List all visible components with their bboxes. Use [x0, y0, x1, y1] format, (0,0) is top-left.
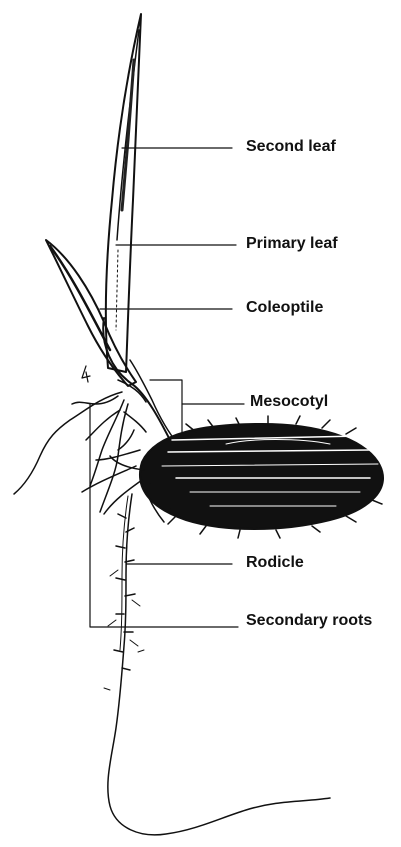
grain-illustration	[140, 416, 383, 538]
label-primary-leaf: Primary leaf	[246, 235, 338, 253]
label-secondary-roots: Secondary roots	[246, 612, 372, 630]
label-rodicle: Rodicle	[246, 554, 304, 572]
sketch-mark	[82, 366, 90, 382]
label-coleoptile: Coleoptile	[246, 299, 323, 317]
radicle-illustration	[104, 494, 330, 835]
label-second-leaf: Second leaf	[246, 138, 336, 156]
label-mesocotyl: Mesocotyl	[250, 393, 328, 411]
second-leaf-illustration	[106, 14, 141, 372]
primary-leaf-illustration	[46, 240, 136, 386]
